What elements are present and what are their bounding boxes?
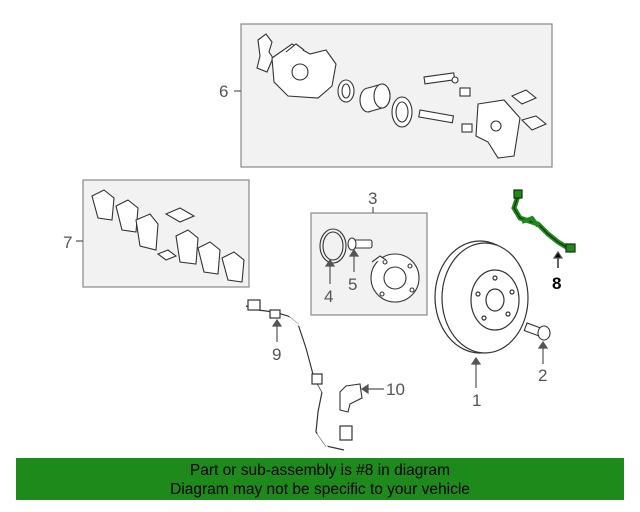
hub-bearing-assembly	[370, 253, 420, 303]
caliper-bracket	[475, 89, 548, 159]
piston-seal	[337, 79, 355, 103]
info-banner: Part or sub-assembly is #8 in diagram Di…	[16, 458, 624, 500]
caliper-body	[271, 43, 337, 99]
sensor-bracket	[339, 383, 363, 413]
banner-line-2: Diagram may not be specific to your vehi…	[170, 481, 470, 498]
leader-lines	[76, 90, 564, 395]
callout-9: 9	[272, 345, 281, 364]
banner-line-1: Part or sub-assembly is #8 in diagram	[189, 462, 451, 479]
brake-hose	[511, 189, 576, 253]
callout-7: 7	[63, 233, 72, 252]
wheel-speed-sensor	[245, 299, 353, 453]
callout-1: 1	[472, 391, 481, 410]
callout-3: 3	[368, 189, 377, 208]
callout-4: 4	[324, 287, 333, 306]
callout-2: 2	[538, 366, 547, 385]
caliper-piston	[359, 83, 391, 113]
guide-pins	[418, 72, 473, 133]
callout-6: 6	[219, 82, 228, 101]
snap-ring	[319, 228, 347, 264]
piston-boot	[391, 96, 413, 128]
rotor-screw	[523, 322, 551, 341]
callout-5: 5	[348, 275, 357, 294]
callout-8: 8	[552, 274, 561, 293]
brake-rotor	[434, 240, 529, 354]
hub-bolt	[347, 237, 373, 251]
callout-10: 10	[386, 380, 405, 399]
brake-pads	[91, 189, 245, 283]
